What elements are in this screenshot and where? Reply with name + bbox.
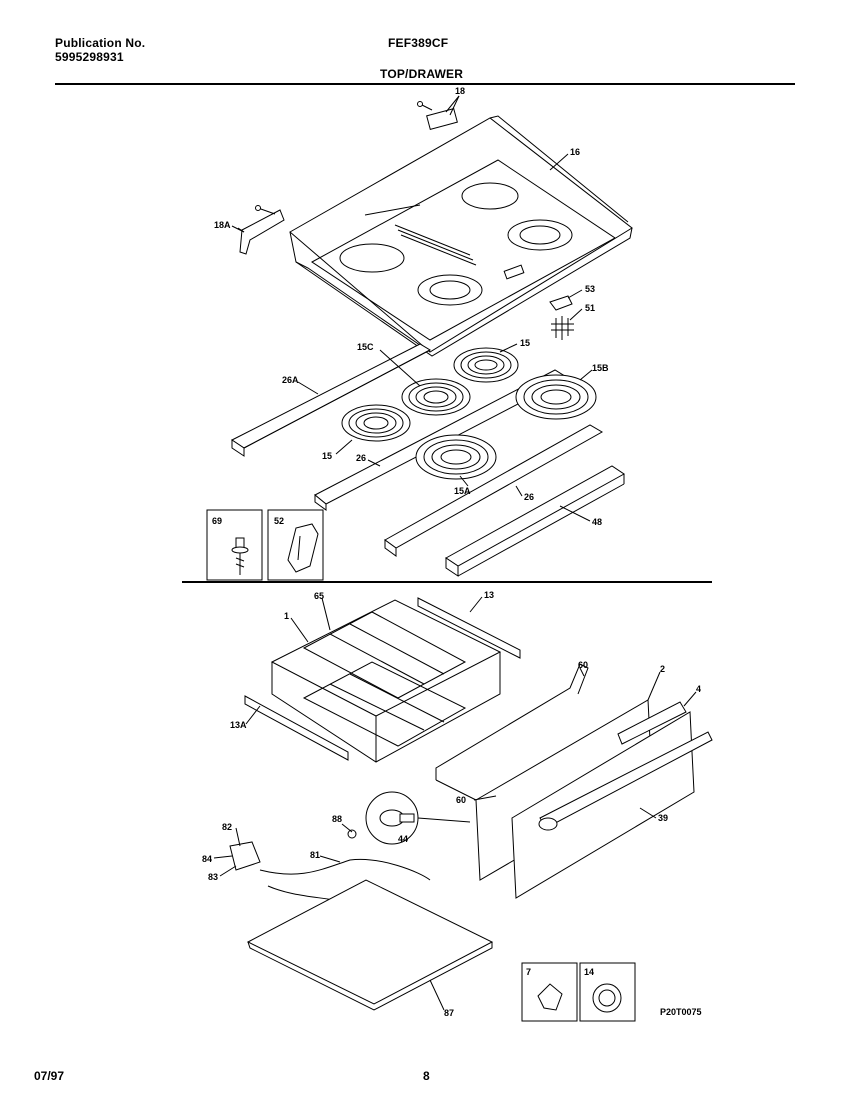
callout-26A: 26A [282, 375, 299, 385]
callout-81: 81 [310, 850, 320, 860]
drawer-rail-13 [417, 597, 521, 659]
top-bracket [417, 95, 460, 130]
callout-16: 16 [570, 147, 580, 157]
drawer-front-39 [511, 711, 713, 899]
inset-box-14 [579, 962, 636, 1022]
footer-date: 07/97 [34, 1069, 65, 1083]
callout-15-top: 15 [520, 338, 530, 348]
coil-element-15C [401, 378, 471, 416]
callout-53: 53 [585, 284, 595, 294]
coil-element-15B [515, 374, 597, 420]
callout-60-front: 60 [456, 795, 466, 805]
callout-13: 13 [484, 590, 494, 600]
callout-84: 84 [202, 854, 212, 864]
callout-52: 52 [274, 516, 284, 526]
callout-13A: 13A [230, 720, 247, 730]
drawer-body [270, 599, 502, 763]
callout-87: 87 [444, 1008, 454, 1018]
drawer-bottom-87 [246, 879, 494, 1011]
drawer-rail-13A [244, 695, 349, 761]
publication-number: 5995298931 [55, 50, 124, 64]
callout-2: 2 [660, 664, 665, 674]
callout-83: 83 [208, 872, 218, 882]
callout-15-left: 15 [322, 451, 332, 461]
figure-code: P20T0075 [660, 1007, 702, 1017]
header-rule [55, 83, 795, 85]
callout-1: 1 [284, 611, 289, 621]
inset-box-69 [206, 509, 263, 581]
inset-box-7 [521, 962, 578, 1022]
callout-69: 69 [212, 516, 222, 526]
callout-18A: 18A [214, 220, 231, 230]
drawer-handle-4 [617, 701, 687, 745]
drawer-rack [302, 611, 467, 747]
callout-15C: 15C [357, 342, 374, 352]
callout-15B: 15B [592, 363, 609, 373]
callout-4: 4 [696, 684, 701, 694]
cooktop-glass-top [289, 115, 633, 357]
callout-82: 82 [222, 822, 232, 832]
trim-48 [445, 465, 625, 577]
callout-18: 18 [455, 86, 465, 96]
callout-51: 51 [585, 303, 595, 313]
callout-65: 65 [314, 591, 324, 601]
footer-page-number: 8 [423, 1069, 430, 1083]
coil-element-15A [415, 434, 497, 480]
left-bracket [237, 205, 285, 255]
callout-60-top: 60 [578, 660, 588, 670]
model-number: FEF389CF [388, 36, 449, 50]
coil-element-15-left [341, 404, 411, 442]
rail-26-front [384, 424, 604, 557]
callout-14: 14 [584, 967, 594, 977]
knob-44 [365, 791, 471, 845]
callout-15A: 15A [454, 486, 471, 496]
section-title: TOP/DRAWER [380, 67, 464, 81]
section-divider [182, 581, 712, 583]
rail-26A [231, 343, 432, 457]
callout-48: 48 [592, 517, 602, 527]
callout-44: 44 [398, 834, 408, 844]
callout-26-front: 26 [524, 492, 534, 502]
drawer-gasket-60 [435, 663, 589, 780]
callout-88: 88 [332, 814, 342, 824]
leader-lines [213, 95, 697, 1011]
coil-element-15-top [453, 347, 519, 383]
clip-hardware [549, 295, 574, 340]
callout-7: 7 [526, 967, 531, 977]
wiring-harness [229, 829, 431, 941]
publication-label: Publication No. [55, 36, 146, 50]
callout-labels: 18 16 18A 53 51 15 15C 15B 26A 15 26 15A… [202, 86, 702, 1018]
callout-39: 39 [658, 813, 668, 823]
callout-26-left: 26 [356, 453, 366, 463]
inset-box-52 [267, 509, 324, 581]
